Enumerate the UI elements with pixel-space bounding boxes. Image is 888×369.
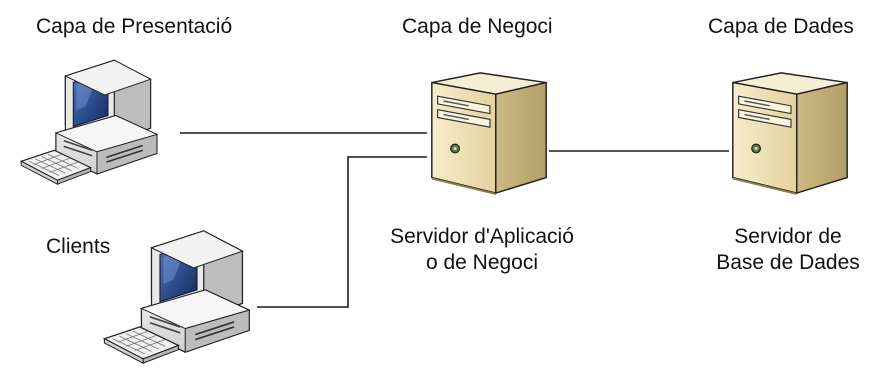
connection-lines: [180, 132, 729, 308]
client-computer-icon: [103, 229, 251, 364]
tier-title-presentation: Capa de Presentació: [36, 15, 233, 38]
app-server-label-line1: Servidor d'Aplicació: [390, 225, 574, 248]
app-server-label: Servidor d'Aplicació o de Negoci: [360, 224, 604, 276]
db-server-label: Servidor de Base de Dades: [694, 224, 882, 276]
server-tower-icon: [732, 72, 848, 196]
tier-title-data: Capa de Dades: [708, 15, 854, 38]
client-computer-icon: [20, 59, 158, 185]
db-server-label-line2: Base de Dades: [716, 251, 860, 274]
app-server-label-line2: o de Negoci: [425, 251, 539, 274]
db-server-label-line1: Servidor de: [734, 225, 842, 248]
tier-title-business: Capa de Negoci: [402, 15, 553, 38]
link-client2-to-app-server: [257, 156, 427, 308]
clients-label: Clients: [46, 235, 111, 258]
server-tower-icon: [431, 72, 547, 196]
